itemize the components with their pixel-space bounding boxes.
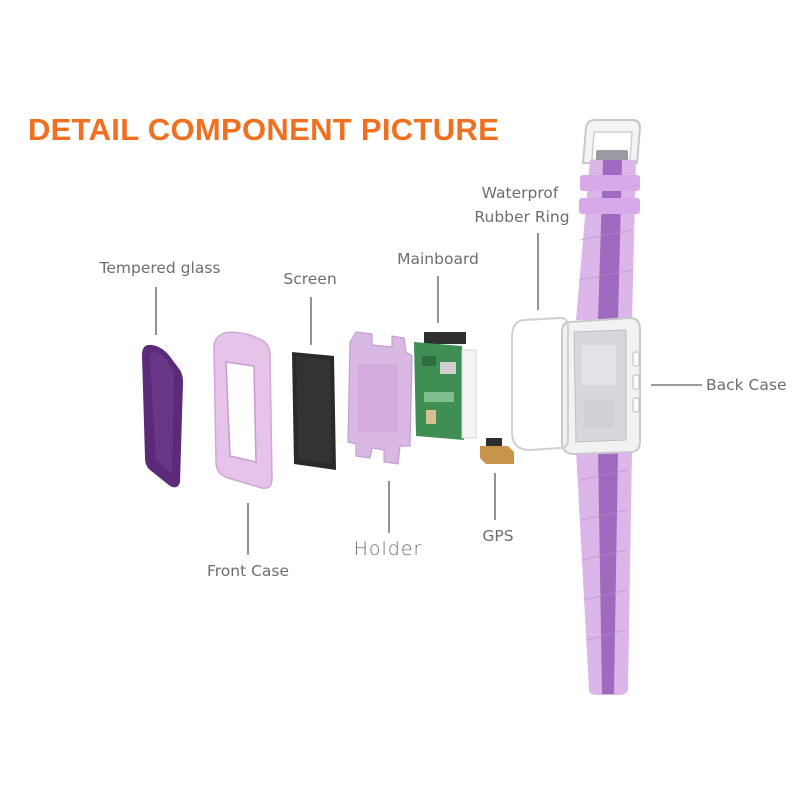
label-back-case: Back Case [706,376,787,394]
label-holder: Holder [353,538,423,560]
label-tempered-glass: Tempered glass [99,259,221,277]
front-case-part [213,331,273,490]
watch-strap [576,119,642,695]
label-gps: GPS [482,527,514,545]
holder-part [347,331,413,465]
strap-keeper-1 [580,175,640,191]
label-mainboard: Mainboard [397,250,479,268]
label-waterproof-line1: Waterprof [481,184,559,202]
strap-keeper-2 [579,198,640,214]
back-case [561,316,641,456]
label-front-case: Front Case [206,562,290,580]
page-title: DETAIL COMPONENT PICTURE [28,112,500,147]
leader-lines [155,233,702,555]
label-screen: Screen [283,270,337,288]
label-waterproof-line2: Rubber Ring [474,208,570,226]
gps-part [480,438,514,464]
mainboard-part [414,332,477,440]
waterproof-rubber-ring [511,316,569,452]
